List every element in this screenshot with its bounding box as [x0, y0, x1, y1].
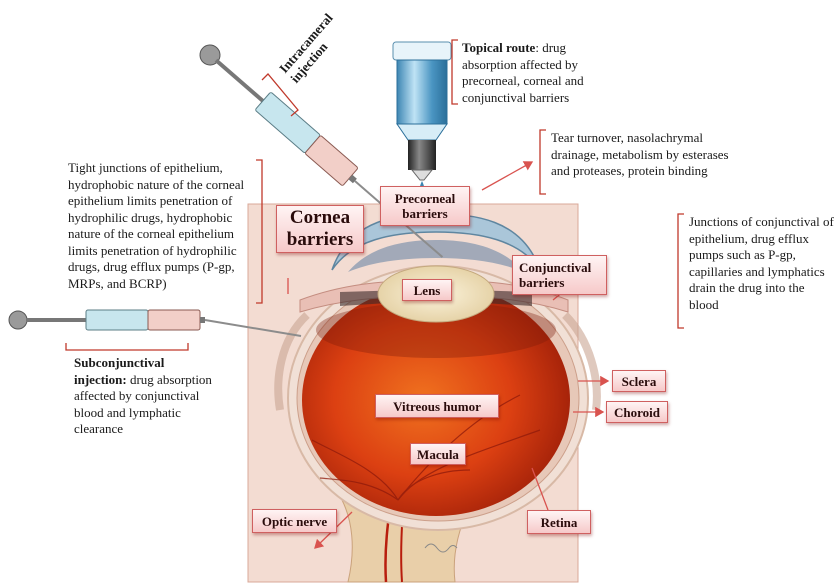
cornea-barrier-note: Tight junctions of epithelium, hydrophob… — [68, 160, 258, 292]
macula-label: Macula — [410, 443, 466, 465]
cornea-barriers-label: Cornea barriers — [276, 205, 364, 253]
precorneal-barriers-label: Precorneal barriers — [380, 186, 470, 226]
sclera-label: Sclera — [612, 370, 666, 392]
retina-label: Retina — [527, 510, 591, 534]
subconjunctival-note: Subconjunctival injection: drug absorpti… — [74, 355, 214, 438]
choroid-label: Choroid — [606, 401, 668, 423]
conjunctival-barriers-label: Conjunctival barriers — [512, 255, 607, 295]
vitreous-humor-label: Vitreous humor — [375, 394, 499, 418]
optic-nerve-label: Optic nerve — [252, 509, 337, 533]
lens-label: Lens — [402, 279, 452, 301]
eye-drop-bottle-icon — [393, 42, 451, 193]
conjunctival-barrier-note: Junctions of conjunctival of epithelium,… — [689, 214, 834, 313]
tear-turnover-note: Tear turnover, nasolachrymal drainage, m… — [551, 130, 741, 180]
topical-route-note: Topical route: drug absorption affected … — [462, 40, 622, 106]
